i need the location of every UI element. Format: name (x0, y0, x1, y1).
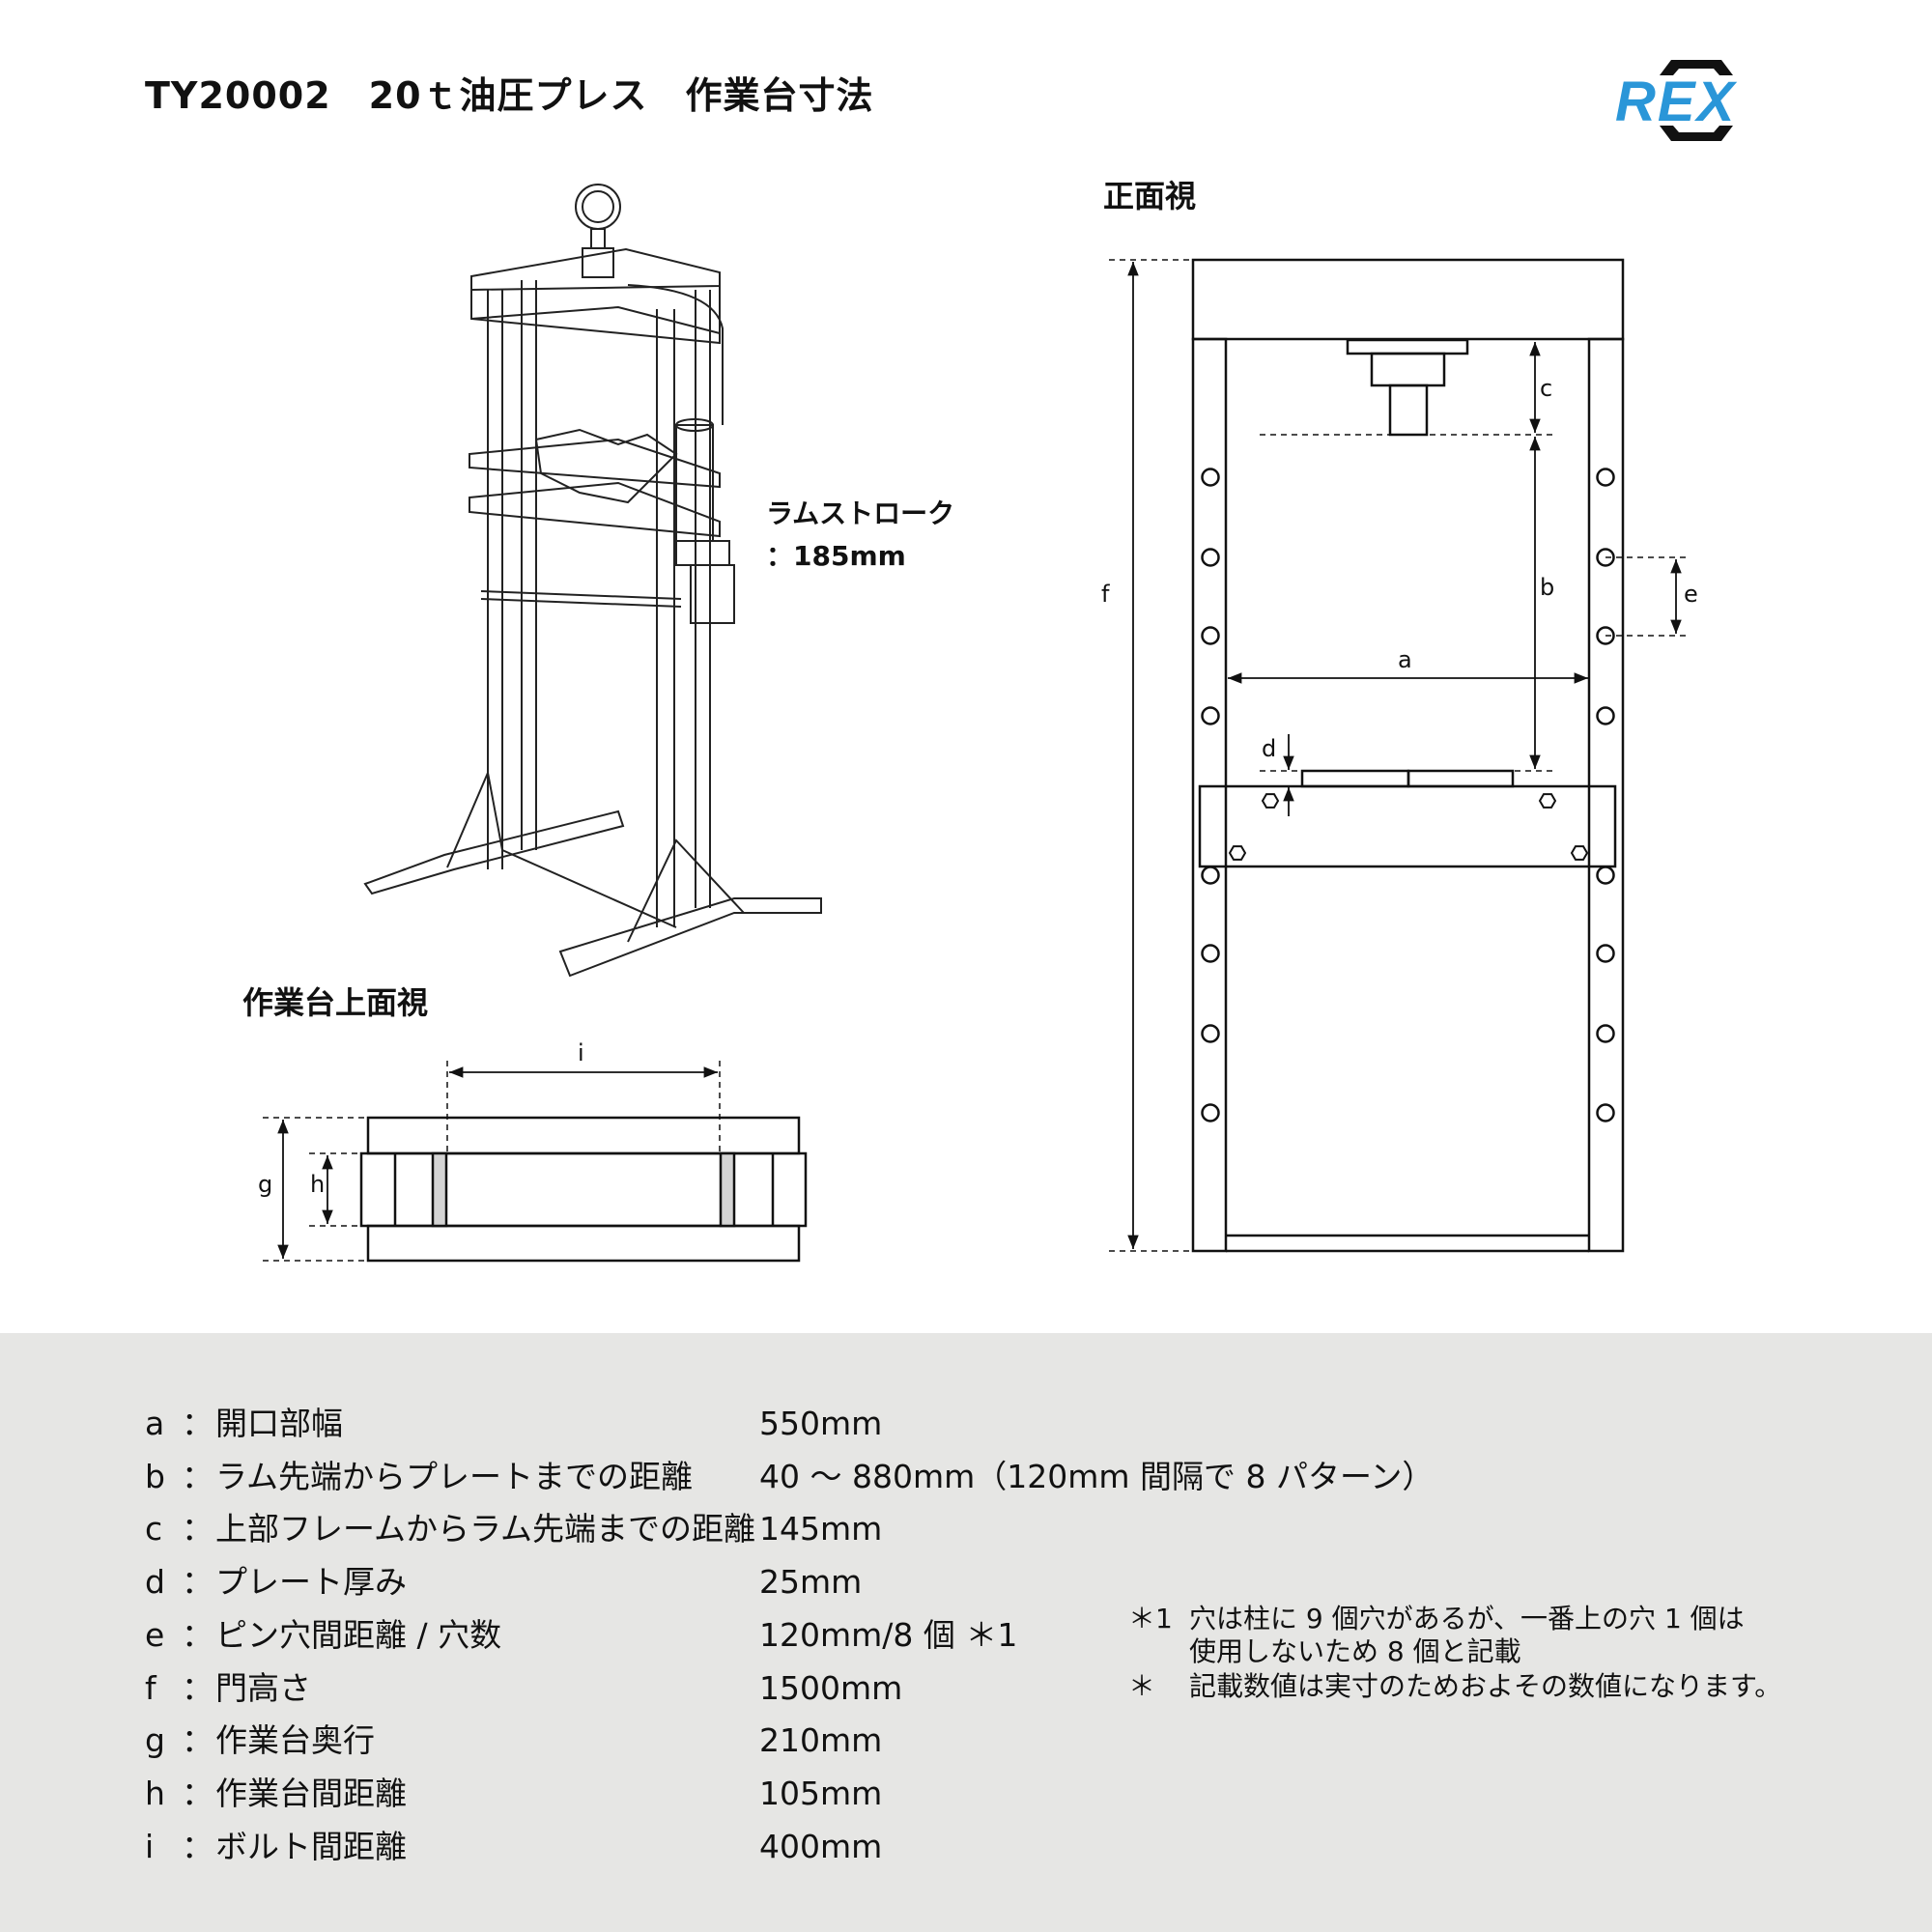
spec-key: e (145, 1615, 165, 1654)
dimension-guides (1109, 259, 1690, 1252)
pin-hole (1201, 626, 1220, 645)
note-mark: ＊1 (1128, 1603, 1173, 1634)
pin-hole (1201, 548, 1220, 567)
ram-stroke-line1: ラムストローク (766, 497, 955, 529)
dim-d-label: d (1262, 735, 1277, 762)
spec-label: プレート厚み (215, 1563, 407, 1602)
pin-hole (1596, 1103, 1615, 1122)
pin-hole (1596, 944, 1615, 963)
spec-key: a (145, 1405, 165, 1442)
dim-g-label: g (258, 1171, 273, 1198)
dim-a-label: a (1398, 646, 1412, 673)
spec-colon: ： (182, 1563, 213, 1602)
spec-colon: ： (182, 1457, 213, 1495)
ram-stroke-label: ラムストローク ：185mm (766, 493, 954, 578)
spec-label: 門高さ (215, 1668, 311, 1707)
spec-value: 25mm (759, 1563, 863, 1602)
spec-colon: ： (182, 1721, 213, 1760)
spec-key: c (145, 1510, 163, 1548)
pin-hole (1596, 866, 1615, 885)
spec-colon: ： (182, 1510, 213, 1548)
pin-hole (1596, 706, 1615, 725)
spec-key: h (145, 1774, 165, 1812)
spec-value: 400mm (759, 1827, 883, 1865)
spec-label: ボルト間距離 (215, 1827, 407, 1865)
dim-e-label: e (1684, 581, 1698, 608)
dim-f-label: f (1101, 581, 1110, 608)
hex-bolt (1570, 845, 1589, 861)
spec-colon: ： (182, 1668, 213, 1707)
spec-label: 作業台奥行 (215, 1721, 375, 1760)
top-view-label: 作業台上面視 (242, 984, 429, 1021)
hex-bolt (1261, 793, 1280, 809)
front-view-label: 正面視 (1103, 178, 1197, 214)
dim-c-label: c (1540, 375, 1553, 402)
dim-b-label: b (1540, 574, 1555, 601)
spec-value: 1500mm (759, 1668, 903, 1707)
spec-label: 上部フレームからラム先端までの距離 (215, 1510, 756, 1548)
spec-value: 145mm (759, 1510, 883, 1548)
spec-label: 作業台間距離 (215, 1774, 407, 1812)
pin-hole (1201, 1103, 1220, 1122)
hex-bolt (1228, 845, 1247, 861)
spec-value: 105mm (759, 1774, 883, 1812)
note-text: 使用しないため 8 個と記載 (1189, 1635, 1521, 1667)
pin-hole (1596, 548, 1615, 567)
ram-stroke-value: ：185mm (766, 540, 906, 572)
spec-label: ラム先端からプレートまでの距離 (215, 1457, 694, 1495)
note-text: 記載数値は実寸のためおよその数値になります。 (1189, 1670, 1782, 1702)
spec-key: f (145, 1668, 156, 1707)
pin-hole (1201, 866, 1220, 885)
spec-value: 210mm (759, 1721, 883, 1760)
pin-hole (1596, 468, 1615, 487)
dimension-arrows (1127, 262, 1682, 1249)
spec-key: d (145, 1563, 165, 1602)
spec-value: 550mm (759, 1405, 883, 1442)
spec-colon: ： (182, 1405, 213, 1442)
pin-hole (1201, 468, 1220, 487)
spec-key: g (145, 1721, 165, 1760)
pin-hole (1201, 944, 1220, 963)
pin-hole (1201, 706, 1220, 725)
spec-value: 40 ～ 880mm（120mm 間隔で 8 パターン） (759, 1457, 1435, 1495)
spec-key: i (145, 1827, 155, 1865)
page-title: TY20002 20ｔ油圧プレス 作業台寸法 (145, 74, 874, 117)
note-mark: ＊ (1128, 1670, 1156, 1702)
note-text: 穴は柱に 9 個穴があるが、一番上の穴 1 個は (1189, 1603, 1745, 1634)
spec-label: ピン穴間距離 / 穴数 (215, 1615, 502, 1654)
pin-hole (1201, 1024, 1220, 1043)
spec-key: b (145, 1457, 165, 1495)
hex-bolt (1538, 793, 1557, 809)
table-bolts (1228, 793, 1589, 861)
spec-colon: ： (182, 1615, 213, 1654)
press-frame (1191, 258, 1625, 1253)
pin-hole (1596, 1024, 1615, 1043)
spec-colon: ： (182, 1774, 213, 1812)
pin-hole (1596, 626, 1615, 645)
spec-label: 開口部幅 (215, 1405, 343, 1442)
dim-h-label: h (310, 1171, 326, 1198)
dim-i-label: i (578, 1039, 584, 1066)
spec-value: 120mm/8 個 ＊1 (759, 1615, 1018, 1654)
spec-colon: ： (182, 1827, 213, 1865)
pin-holes (1201, 468, 1615, 1122)
spec-panel (0, 1333, 1932, 1932)
